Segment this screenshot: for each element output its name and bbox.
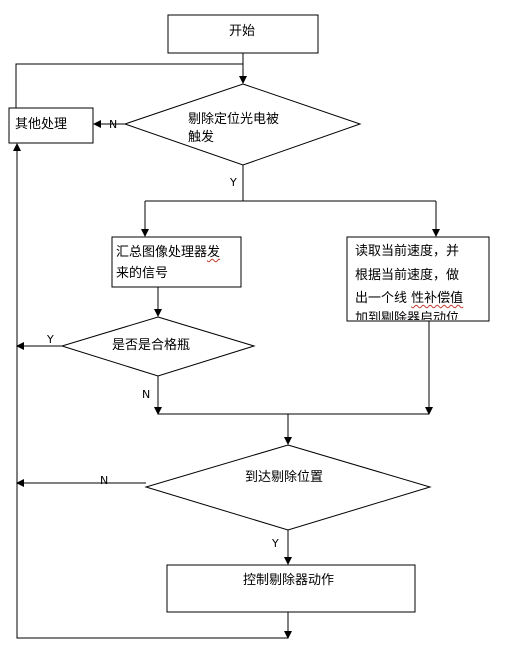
trigger-decision-label-line2: 触发 <box>188 130 215 145</box>
speed-text-marked: 性补偿值 <box>411 291 464 306</box>
edge-label-position-yes: Y <box>272 537 279 550</box>
start-label: 开始 <box>229 24 256 39</box>
speed-label-line1: 读取当前速度，并 <box>355 244 460 259</box>
collect-signal-text: 汇总图像处理器 <box>116 245 208 260</box>
speed-label-line4: 加到剔除器启动位 <box>355 311 460 320</box>
edge-bottom-return <box>16 148 288 639</box>
edge-label-position-no: N <box>100 474 109 487</box>
speed-compensation-box <box>346 236 490 322</box>
speed-label-line2: 根据当前速度，做 <box>355 268 460 283</box>
position-decision-shape <box>144 444 432 531</box>
collect-signal-box <box>111 236 242 288</box>
trigger-decision-label-line1: 剔除定位光电被 <box>188 112 280 127</box>
qualified-decision-label: 是否是合格瓶 <box>112 338 191 353</box>
edge-other-loop <box>15 63 243 108</box>
edge-label-qualified-no: Y <box>47 333 54 346</box>
edge-label-qualified-yes: N <box>142 388 151 401</box>
action-label: 控制剔除器动作 <box>243 573 335 588</box>
collect-signal-label-line1: 汇总图像处理器发 <box>116 245 220 261</box>
speed-label-line3: 出一个线 性补偿值 <box>355 291 463 307</box>
collect-signal-text-marked: 发 <box>207 245 221 260</box>
speed-text: 出一个线 <box>355 291 408 306</box>
other-processing-label: 其他处理 <box>15 117 68 132</box>
position-decision-label: 到达剔除位置 <box>245 470 324 485</box>
collect-signal-label-line2: 来的信号 <box>116 266 169 281</box>
action-box <box>166 564 416 613</box>
edge-label-trigger-yes: Y <box>230 176 237 189</box>
edge-label-trigger-no: N <box>109 118 118 131</box>
